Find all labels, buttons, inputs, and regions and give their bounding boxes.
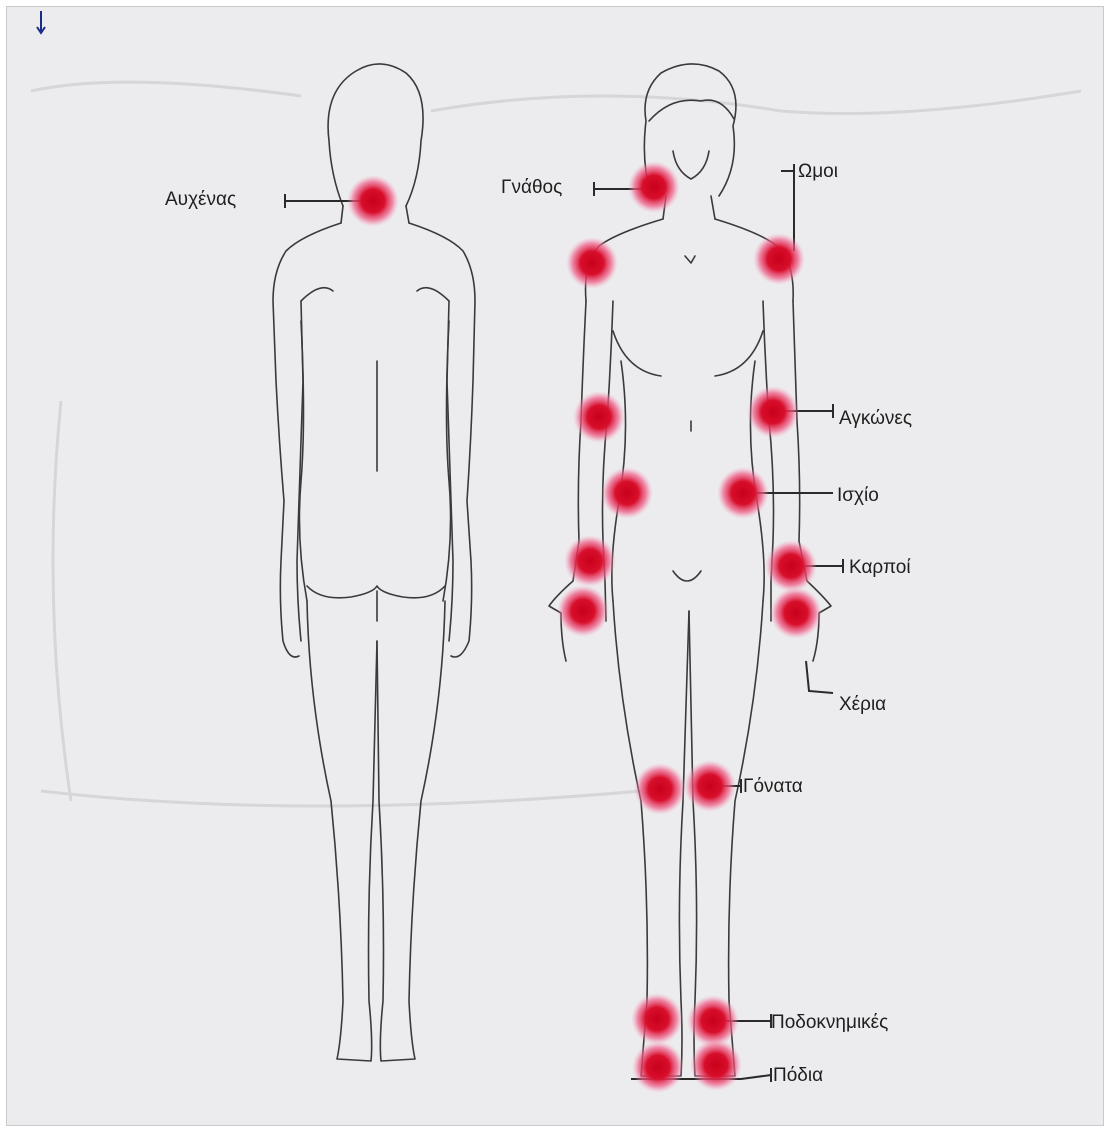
spot-jaw bbox=[628, 161, 680, 213]
pain-spots bbox=[347, 161, 822, 1093]
corner-arrow-icon bbox=[37, 11, 45, 33]
spot-foot-right bbox=[690, 1039, 742, 1091]
label-elbows: Αγκώνες bbox=[839, 409, 912, 428]
label-jaw: Γνάθος bbox=[501, 178, 562, 197]
spot-foot-left bbox=[632, 1041, 684, 1093]
spot-ankle-left bbox=[631, 993, 683, 1045]
label-wrists: Καρποί bbox=[849, 558, 911, 577]
label-neck: Αυχένας bbox=[165, 190, 236, 209]
spot-knee-left bbox=[634, 763, 686, 815]
spot-hip-right bbox=[717, 467, 769, 519]
label-hands: Χέρια bbox=[839, 695, 886, 714]
spot-elbow-left bbox=[573, 391, 625, 443]
leader-hands bbox=[806, 661, 833, 693]
label-shoulders: Ωμοι bbox=[798, 162, 838, 181]
spot-elbow-right bbox=[747, 386, 799, 438]
label-knees: Γόνατα bbox=[743, 777, 803, 796]
spot-shoulder-left bbox=[566, 237, 618, 289]
spot-hip-left bbox=[601, 467, 653, 519]
body-outline-figure bbox=[7, 7, 1103, 1125]
spot-hand-right bbox=[770, 587, 822, 639]
label-ankles: Ποδοκνημικές bbox=[771, 1013, 888, 1032]
spot-wrist-right bbox=[765, 540, 817, 592]
spot-wrist-left bbox=[564, 535, 616, 587]
spot-neck bbox=[347, 175, 399, 227]
label-feet: Πόδια bbox=[773, 1066, 823, 1085]
spot-hand-left bbox=[557, 585, 609, 637]
spot-knee-right bbox=[684, 760, 736, 812]
label-hips: Ισχίο bbox=[837, 486, 879, 505]
spot-shoulder-right bbox=[753, 233, 805, 285]
diagram-frame: Αυχένας Γνάθος Ωμοι Αγκώνες Ισχίο Καρποί… bbox=[6, 6, 1104, 1126]
